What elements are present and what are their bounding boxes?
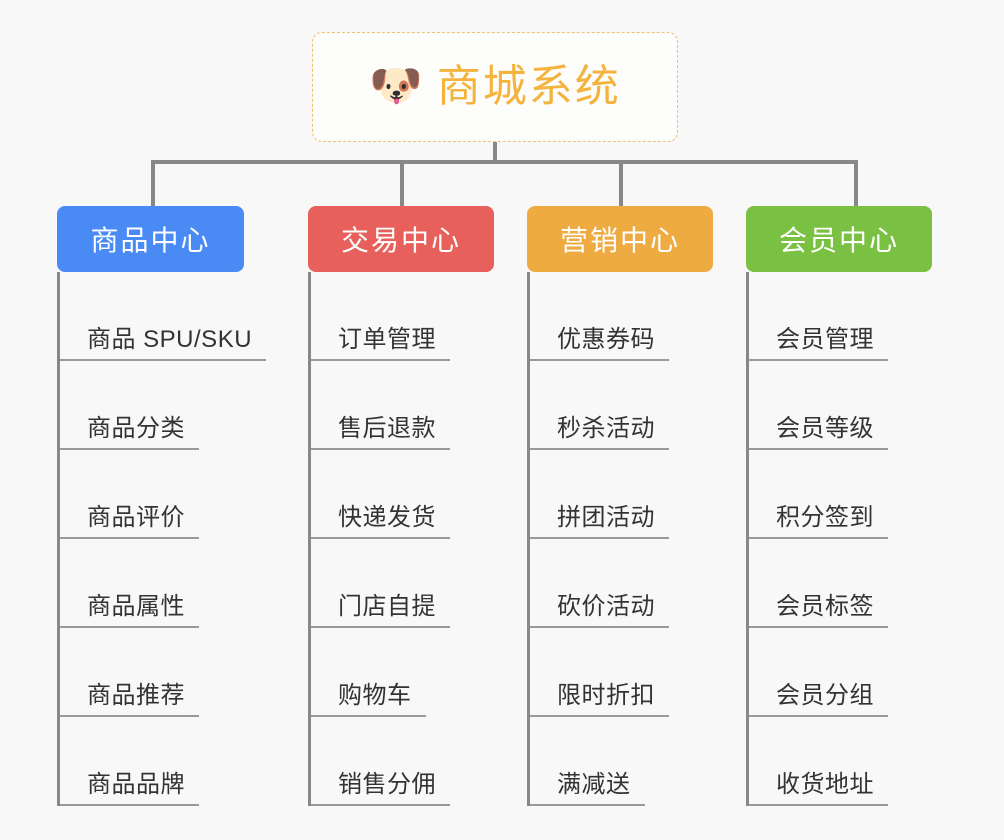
branch-product-center: 商品中心 商品 SPU/SKU 商品分类商品评价商品属性商品推荐商品品牌 xyxy=(57,206,267,806)
connector-drop-trade-center xyxy=(400,160,404,208)
leaf-item[interactable]: 积分签到 xyxy=(749,450,932,539)
leaf-item[interactable]: 购物车 xyxy=(311,628,494,717)
leaf-item[interactable]: 商品推荐 xyxy=(60,628,244,717)
leaf-item-label: 售后退款 xyxy=(311,415,450,450)
connector-drop-member-center xyxy=(854,160,858,208)
leaf-item[interactable]: 拼团活动 xyxy=(530,450,713,539)
leaf-item[interactable]: 门店自提 xyxy=(311,539,494,628)
leaf-item[interactable]: 满减送 xyxy=(530,717,713,806)
leaf-item[interactable]: 商品属性 xyxy=(60,539,244,628)
leaf-item-label: 商品分类 xyxy=(60,415,199,450)
connector-drop-marketing-center xyxy=(619,160,623,208)
leaf-item-label: 购物车 xyxy=(311,682,426,717)
leaf-item[interactable]: 商品 SPU/SKU xyxy=(60,272,267,361)
leaf-list-marketing-center: 优惠券码秒杀活动拼团活动砍价活动限时折扣满减送 xyxy=(527,272,713,806)
leaf-item[interactable]: 会员分组 xyxy=(749,628,932,717)
root-title: 商城系统 xyxy=(436,62,621,111)
leaf-item[interactable]: 会员等级 xyxy=(749,361,932,450)
leaf-item-label: 砍价活动 xyxy=(530,593,669,628)
leaf-item-label: 会员等级 xyxy=(749,415,888,450)
leaf-item-label: 会员管理 xyxy=(749,326,888,361)
leaf-item[interactable]: 秒杀活动 xyxy=(530,361,713,450)
branch-header-trade-center[interactable]: 交易中心 xyxy=(308,206,494,272)
leaf-item[interactable]: 会员标签 xyxy=(749,539,932,628)
leaf-item-label: 商品 SPU/SKU xyxy=(60,326,267,361)
leaf-list-trade-center: 订单管理售后退款快递发货门店自提购物车销售分佣 xyxy=(308,272,494,806)
leaf-item-label: 积分签到 xyxy=(749,504,888,539)
leaf-item[interactable]: 优惠券码 xyxy=(530,272,713,361)
leaf-item[interactable]: 售后退款 xyxy=(311,361,494,450)
leaf-item[interactable]: 订单管理 xyxy=(311,272,494,361)
leaf-list-member-center: 会员管理会员等级积分签到会员标签会员分组收货地址 xyxy=(746,272,932,806)
leaf-item[interactable]: 会员管理 xyxy=(749,272,932,361)
leaf-item[interactable]: 商品品牌 xyxy=(60,717,244,806)
leaf-item-label: 优惠券码 xyxy=(530,326,669,361)
dog-face-icon: 🐶 xyxy=(369,61,423,110)
leaf-item[interactable]: 商品评价 xyxy=(60,450,244,539)
leaf-item-label: 订单管理 xyxy=(311,326,450,361)
leaf-item-label: 会员分组 xyxy=(749,682,888,717)
connector-horizontal-bus xyxy=(151,160,858,164)
leaf-item-label: 商品评价 xyxy=(60,504,199,539)
branch-trade-center: 交易中心 订单管理售后退款快递发货门店自提购物车销售分佣 xyxy=(308,206,494,806)
leaf-item-label: 收货地址 xyxy=(749,771,888,806)
leaf-item-label: 商品推荐 xyxy=(60,682,199,717)
leaf-item-label: 会员标签 xyxy=(749,593,888,628)
branch-marketing-center: 营销中心 优惠券码秒杀活动拼团活动砍价活动限时折扣满减送 xyxy=(527,206,713,806)
leaf-item-label: 秒杀活动 xyxy=(530,415,669,450)
leaf-item-label: 商品品牌 xyxy=(60,771,199,806)
leaf-item-label: 拼团活动 xyxy=(530,504,669,539)
leaf-item-label: 门店自提 xyxy=(311,593,450,628)
leaf-item-label: 销售分佣 xyxy=(311,771,450,806)
leaf-item[interactable]: 限时折扣 xyxy=(530,628,713,717)
leaf-item[interactable]: 砍价活动 xyxy=(530,539,713,628)
branch-header-marketing-center[interactable]: 营销中心 xyxy=(527,206,713,272)
leaf-item[interactable]: 收货地址 xyxy=(749,717,932,806)
branch-header-member-center[interactable]: 会员中心 xyxy=(746,206,932,272)
connector-drop-product-center xyxy=(151,160,155,208)
leaf-list-product-center: 商品 SPU/SKU 商品分类商品评价商品属性商品推荐商品品牌 xyxy=(57,272,267,806)
connector-root-stem xyxy=(493,142,497,163)
leaf-item[interactable]: 销售分佣 xyxy=(311,717,494,806)
leaf-item[interactable]: 快递发货 xyxy=(311,450,494,539)
leaf-item-label: 限时折扣 xyxy=(530,682,669,717)
branch-member-center: 会员中心 会员管理会员等级积分签到会员标签会员分组收货地址 xyxy=(746,206,932,806)
root-node[interactable]: 🐶 商城系统 xyxy=(312,32,678,142)
branch-header-product-center[interactable]: 商品中心 xyxy=(57,206,244,272)
leaf-item-label: 快递发货 xyxy=(311,504,450,539)
leaf-item[interactable]: 商品分类 xyxy=(60,361,244,450)
leaf-item-label: 商品属性 xyxy=(60,593,199,628)
leaf-item-label: 满减送 xyxy=(530,771,645,806)
